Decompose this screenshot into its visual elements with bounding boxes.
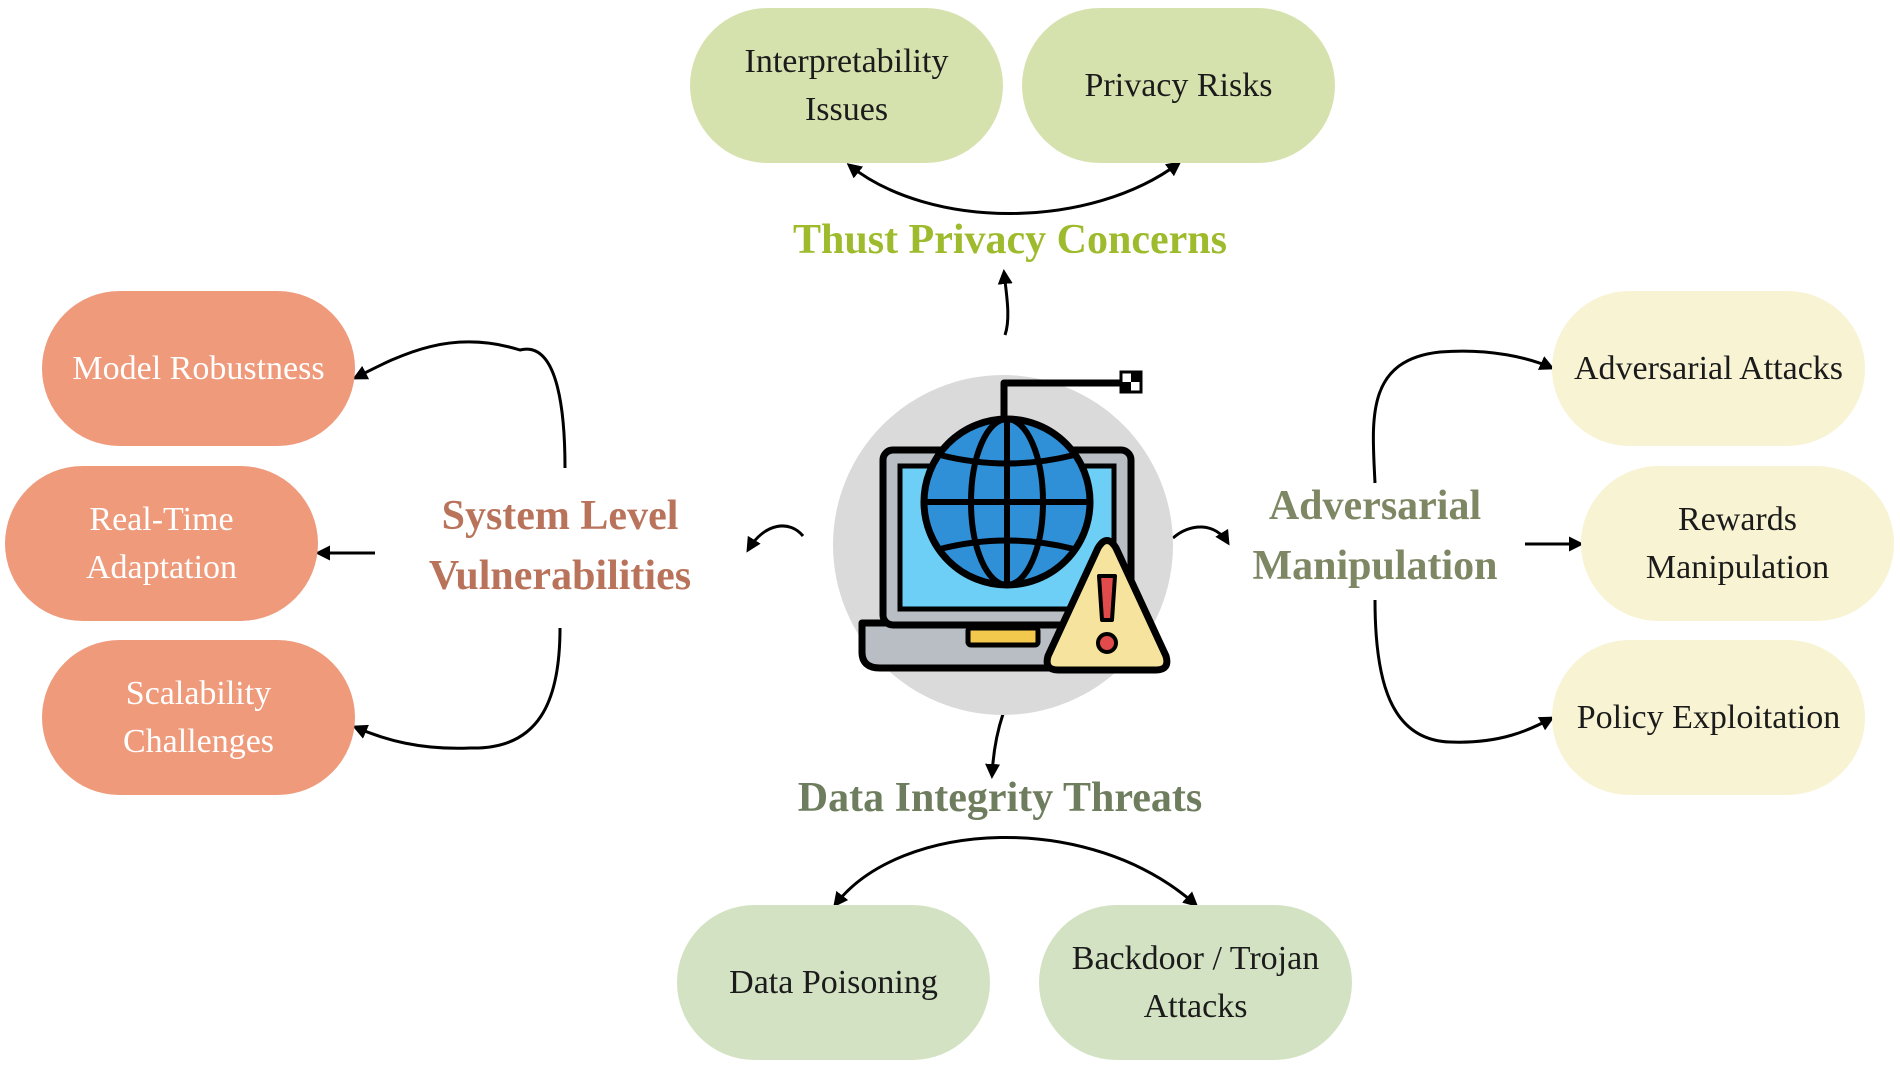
node-label: Backdoor / Trojan Attacks bbox=[1071, 939, 1320, 1025]
arrow-center-to-privacy bbox=[997, 269, 1013, 336]
arrow-center-to-system bbox=[746, 524, 805, 553]
data-heading: Data Integrity Threats bbox=[797, 775, 1203, 821]
arrow-system-to-scalability bbox=[352, 627, 562, 750]
node-privacy-risks: Privacy Risks bbox=[1022, 8, 1335, 163]
node-label: Rewards Manipulation bbox=[1645, 500, 1830, 586]
privacy-heading: Thust Privacy Concerns bbox=[793, 217, 1227, 263]
arrow-privacy-to-items bbox=[846, 161, 1182, 215]
node-label: Privacy Risks bbox=[1084, 66, 1273, 104]
node-backdoor-trojan-attacks: Backdoor / Trojan Attacks bbox=[1039, 905, 1352, 1060]
node-label: Policy Exploitation bbox=[1576, 698, 1841, 736]
node-label: Adversarial Attacks bbox=[1573, 349, 1844, 387]
node-interpretability-issues: Interpretability Issues bbox=[690, 8, 1003, 163]
node-data-poisoning: Data Poisoning bbox=[677, 905, 990, 1060]
node-policy-exploitation: Policy Exploitation bbox=[1552, 640, 1865, 795]
node-rewards-manipulation: Rewards Manipulation bbox=[1581, 466, 1894, 621]
arrow-center-to-adversarial bbox=[1172, 525, 1230, 546]
arrow-center-to-data bbox=[985, 713, 1005, 779]
node-label: Model Robustness bbox=[72, 349, 325, 387]
node-model-robustness: Model Robustness bbox=[42, 291, 355, 446]
node-label: Scalability Challenges bbox=[122, 674, 275, 760]
system-heading: System Level Vulnerabilities bbox=[428, 493, 692, 599]
arrow-adversarial-to-policy bbox=[1373, 599, 1555, 744]
arrow-system-to-robustness bbox=[352, 340, 567, 469]
node-real-time-adaptation: Real-Time Adaptation bbox=[5, 466, 318, 621]
arrow-data-to-items bbox=[833, 835, 1199, 908]
node-adversarial-attacks: Adversarial Attacks bbox=[1552, 291, 1865, 446]
adversarial-heading: Adversarial Manipulation bbox=[1252, 483, 1498, 589]
node-label: Real-Time Adaptation bbox=[85, 500, 238, 586]
node-label: Data Poisoning bbox=[729, 963, 938, 1001]
arrow-adversarial-to-attacks bbox=[1371, 349, 1555, 484]
node-scalability-challenges: Scalability Challenges bbox=[42, 640, 355, 795]
node-label: Interpretability Issues bbox=[744, 42, 949, 128]
laptop-globe-warning-icon bbox=[833, 370, 1173, 715]
